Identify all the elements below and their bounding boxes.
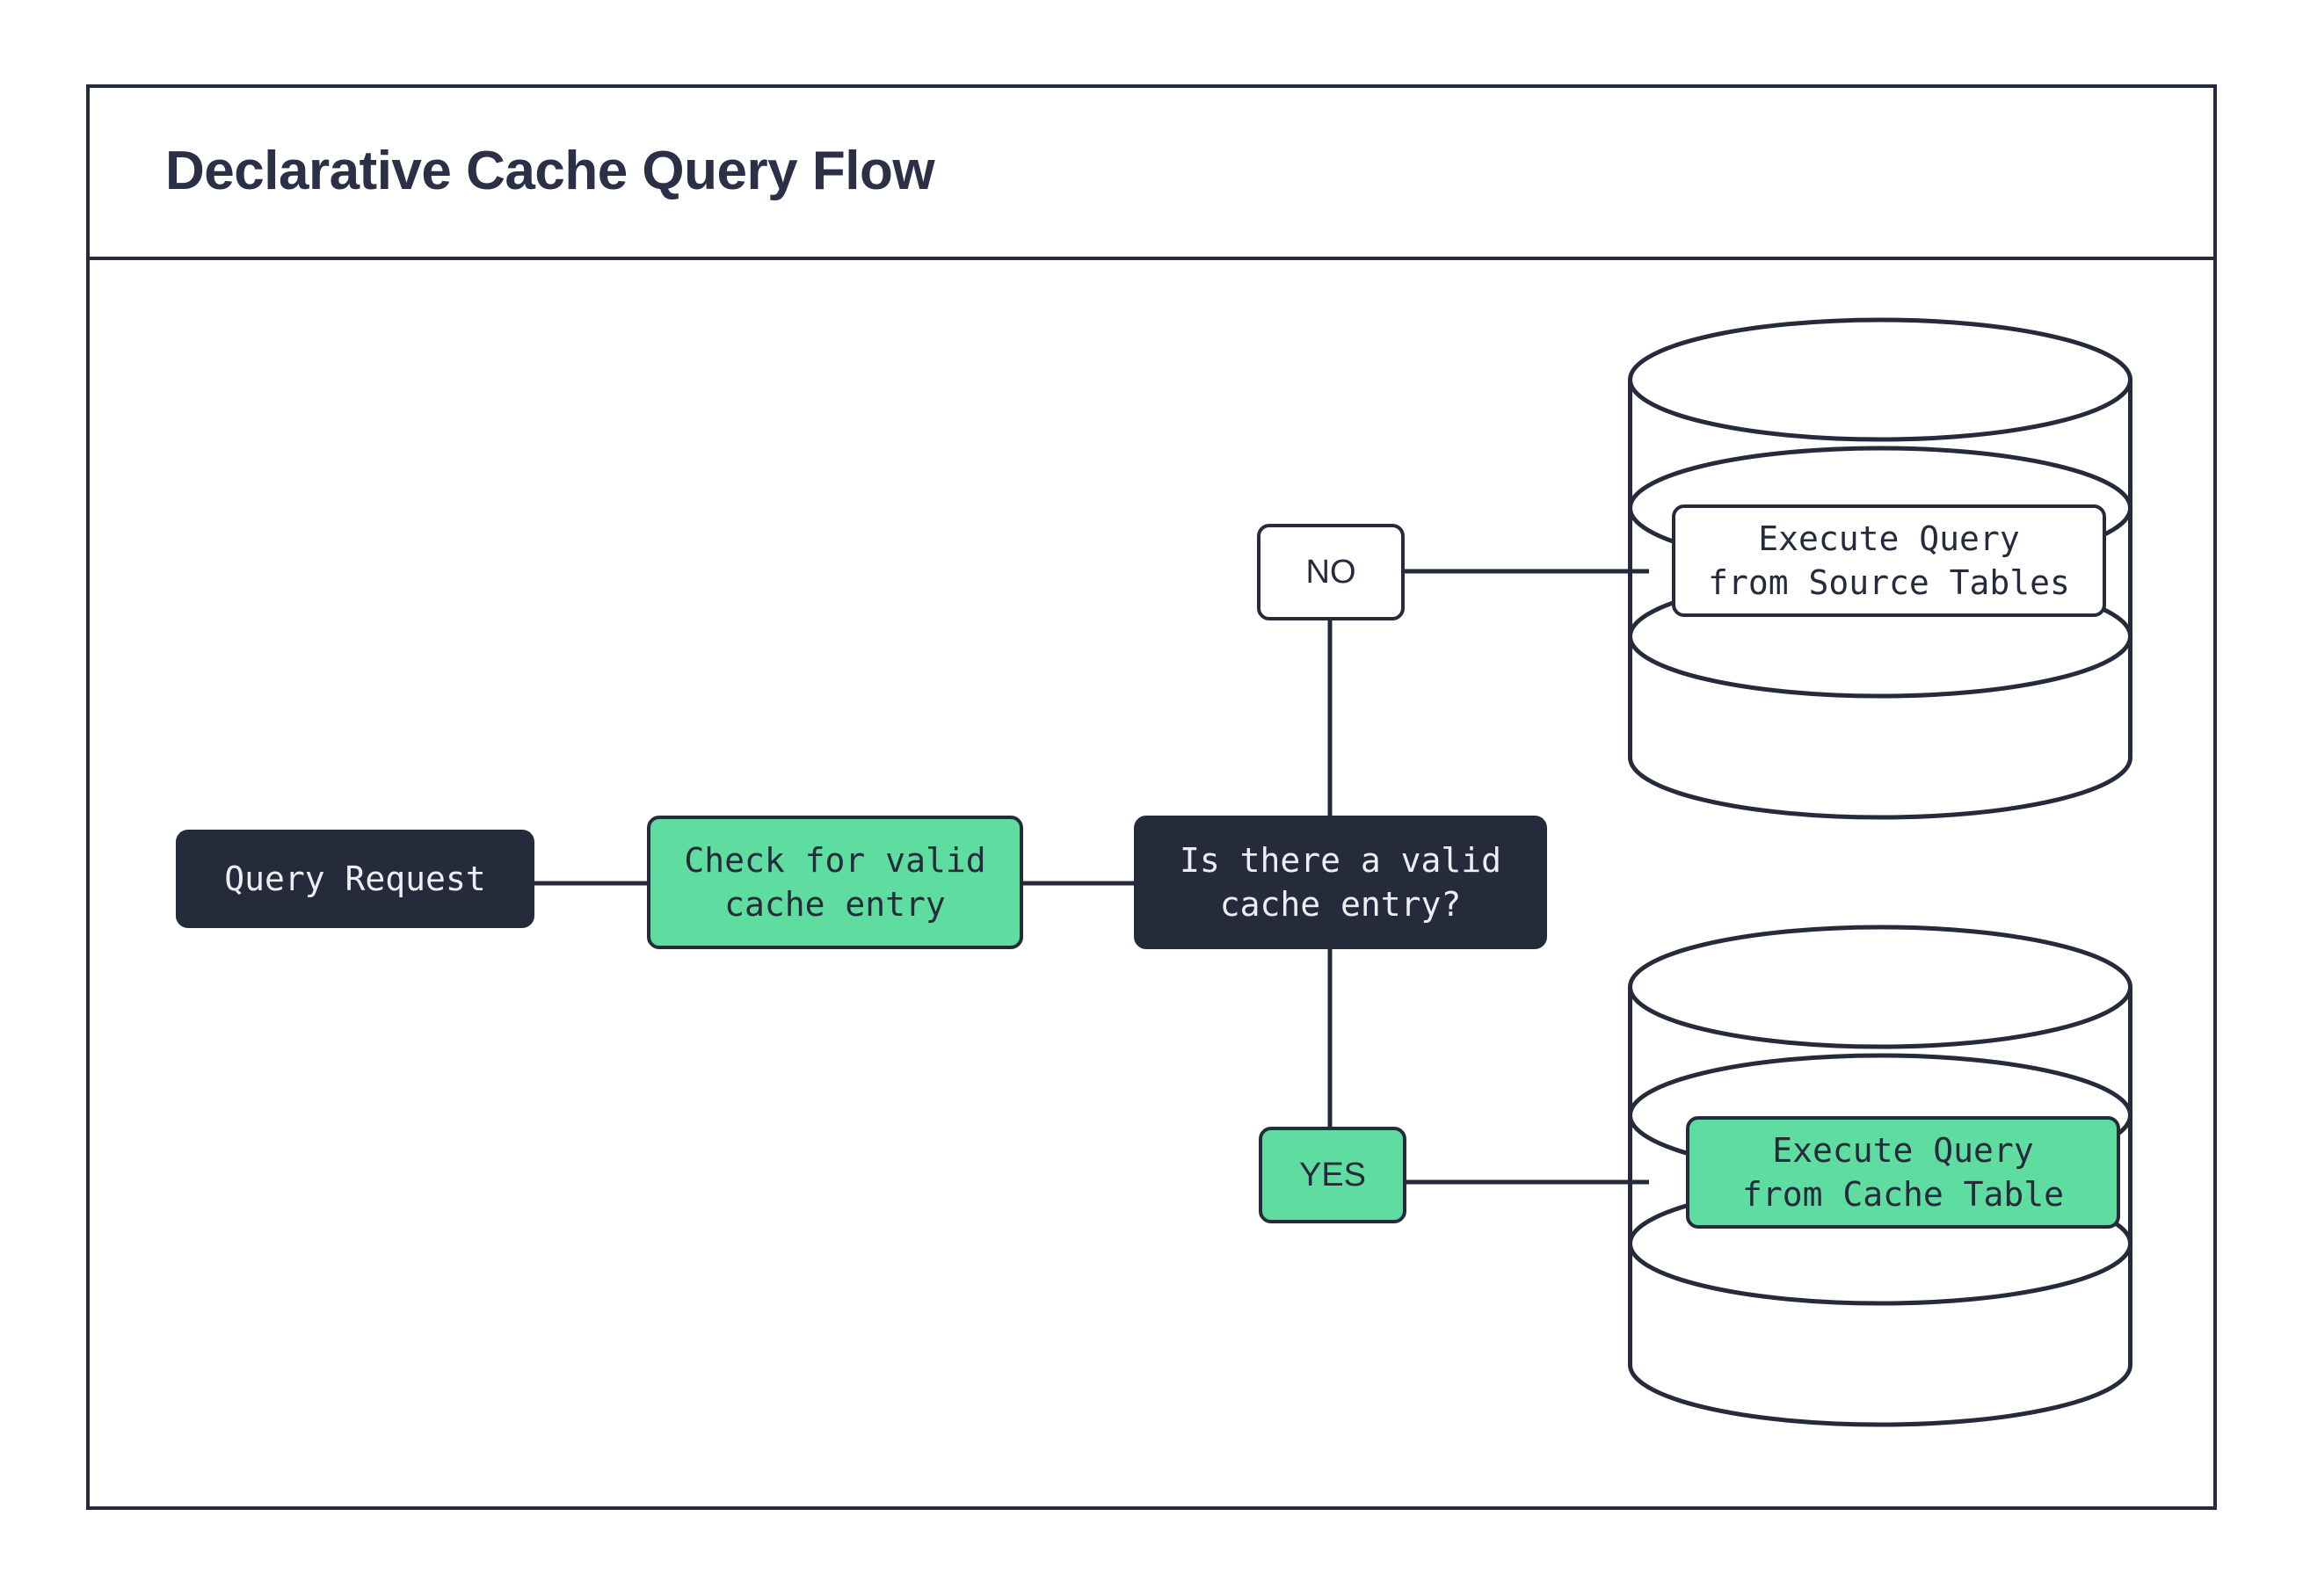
node-decision-valid-cache-entry[interactable]: Is there a valid cache entry? xyxy=(1134,816,1547,949)
page-title: Declarative Cache Query Flow xyxy=(165,140,935,201)
branch-label-yes[interactable]: YES xyxy=(1259,1127,1406,1223)
node-check-for-valid-cache-entry[interactable]: Check for valid cache entry xyxy=(647,816,1023,949)
node-execute-query-from-cache-table[interactable]: Execute Query from Cache Table xyxy=(1686,1116,2120,1229)
title-bar: Declarative Cache Query Flow xyxy=(86,84,2217,260)
node-query-request[interactable]: Query Request xyxy=(176,830,534,928)
branch-label-no[interactable]: NO xyxy=(1257,524,1405,620)
database-cylinder-cache-table[interactable] xyxy=(1628,925,2132,1427)
node-execute-query-from-source-tables[interactable]: Execute Query from Source Tables xyxy=(1672,504,2106,617)
